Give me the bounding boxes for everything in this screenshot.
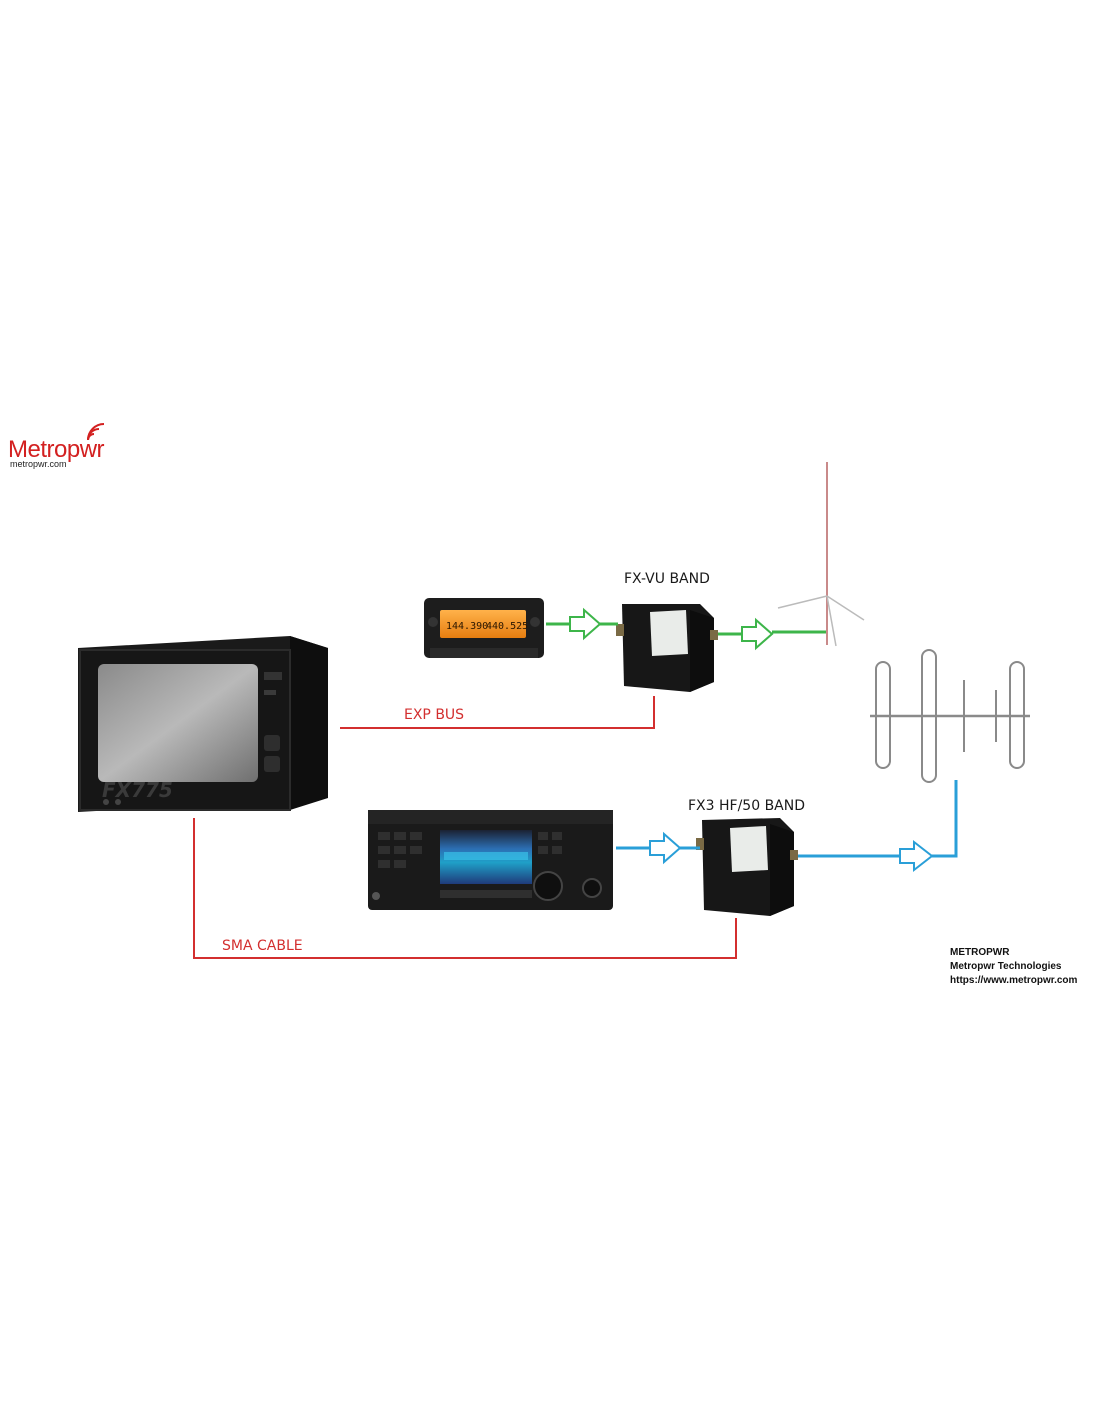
fx3-sensor [696, 818, 798, 916]
company-footer: METROPWR Metropwr Technologies https://w… [950, 946, 1077, 988]
hf-transceiver [368, 810, 613, 910]
quad-antenna-icon [870, 649, 1030, 783]
vhf-rf-path [546, 607, 826, 651]
footer-company-full: Metropwr Technologies [950, 961, 1062, 972]
radio-lcd-left: 144.390 [446, 621, 488, 632]
green-arrow-1 [569, 607, 602, 641]
footer-company: METROPWR [950, 947, 1010, 958]
metropwr-logo-url: metropwr.com [10, 459, 67, 469]
fx775-power-meter: FX775 [78, 636, 328, 812]
fx-vu-label-sticker [650, 610, 688, 656]
meter-model-text: FX775 [102, 778, 173, 802]
footer-website: https://www.metropwr.com [950, 975, 1078, 986]
fx-vu-sensor [616, 604, 718, 692]
green-arrow-2 [741, 617, 774, 651]
vertical-antenna-icon [777, 462, 865, 647]
vhf-uhf-radio: 144.390 440.525 [424, 598, 544, 658]
radio-lcd-right: 440.525 [486, 621, 528, 632]
blue-arrow-1 [649, 831, 682, 865]
sma-cable [193, 818, 737, 959]
metropwr-logo: Metropwr [8, 436, 105, 463]
tuning-knob [533, 871, 563, 901]
logo-signal-icon [87, 423, 105, 441]
radio-lcd [440, 610, 526, 638]
exp-bus-label: EXP BUS [404, 707, 465, 723]
fx-vu-band-label: FX-VU BAND [624, 571, 710, 587]
hf-rf-path [616, 780, 958, 873]
fx3-band-label: FX3 HF/50 BAND [688, 798, 805, 814]
fx3-label-sticker [730, 826, 768, 872]
control-cables [193, 696, 737, 959]
blue-arrow-2 [899, 839, 934, 873]
exp-bus-cable [340, 696, 655, 729]
sma-cable-label: SMA CABLE [222, 938, 303, 954]
meter-screen [98, 664, 258, 782]
